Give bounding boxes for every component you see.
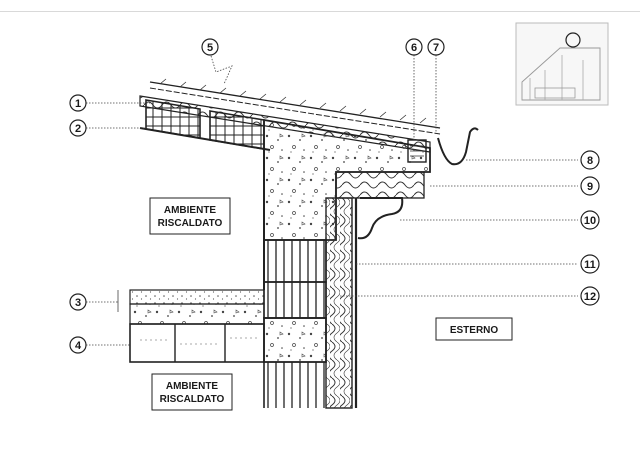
marker-2: 2 — [69, 119, 87, 137]
floor-slab — [129, 281, 327, 363]
marker-1-label: 1 — [75, 98, 81, 110]
lower-wall-masonry — [264, 362, 326, 408]
fascia-board — [407, 139, 427, 163]
eaves-insulation — [335, 171, 425, 199]
upper-wall-masonry — [263, 239, 327, 283]
upper-room-line1: AMBIENTE — [164, 205, 217, 216]
label-upper-room: AMBIENTE RISCALDATO — [149, 197, 231, 235]
gutter — [437, 127, 479, 166]
lower-room-line1: AMBIENTE — [166, 381, 219, 392]
marker-4: 4 — [69, 336, 87, 354]
lower-room-line2: RISCALDATO — [160, 394, 225, 405]
wall-insulation — [325, 197, 353, 409]
marker-7: 7 — [427, 38, 445, 56]
marker-6-label: 6 — [411, 42, 417, 54]
cornice-bracket — [357, 197, 404, 240]
leader-lines — [86, 55, 578, 346]
marker-10-label: 10 — [584, 215, 596, 227]
marker-3-label: 3 — [75, 297, 81, 309]
marker-5-label: 5 — [207, 42, 213, 54]
marker-2-label: 2 — [75, 123, 81, 135]
marker-3: 3 — [69, 293, 87, 311]
exterior-label: ESTERNO — [450, 325, 499, 336]
marker-11-label: 11 — [584, 259, 596, 271]
marker-12: 12 — [580, 286, 600, 306]
marker-1: 1 — [69, 94, 87, 112]
marker-12-label: 12 — [584, 291, 596, 303]
marker-4-label: 4 — [75, 340, 82, 352]
marker-8: 8 — [580, 150, 600, 170]
marker-9: 9 — [580, 176, 600, 196]
marker-10: 10 — [580, 210, 600, 230]
marker-8-label: 8 — [587, 155, 593, 167]
location-thumbnail — [515, 22, 609, 106]
marker-9-label: 9 — [587, 181, 593, 193]
marker-5: 5 — [201, 38, 219, 56]
marker-11: 11 — [580, 254, 600, 274]
marker-7-label: 7 — [433, 42, 439, 54]
label-exterior: ESTERNO — [435, 317, 513, 341]
top-divider-line — [0, 11, 640, 12]
upper-room-line2: RISCALDATO — [158, 218, 223, 229]
marker-6: 6 — [405, 38, 423, 56]
label-lower-room: AMBIENTE RISCALDATO — [151, 373, 233, 411]
